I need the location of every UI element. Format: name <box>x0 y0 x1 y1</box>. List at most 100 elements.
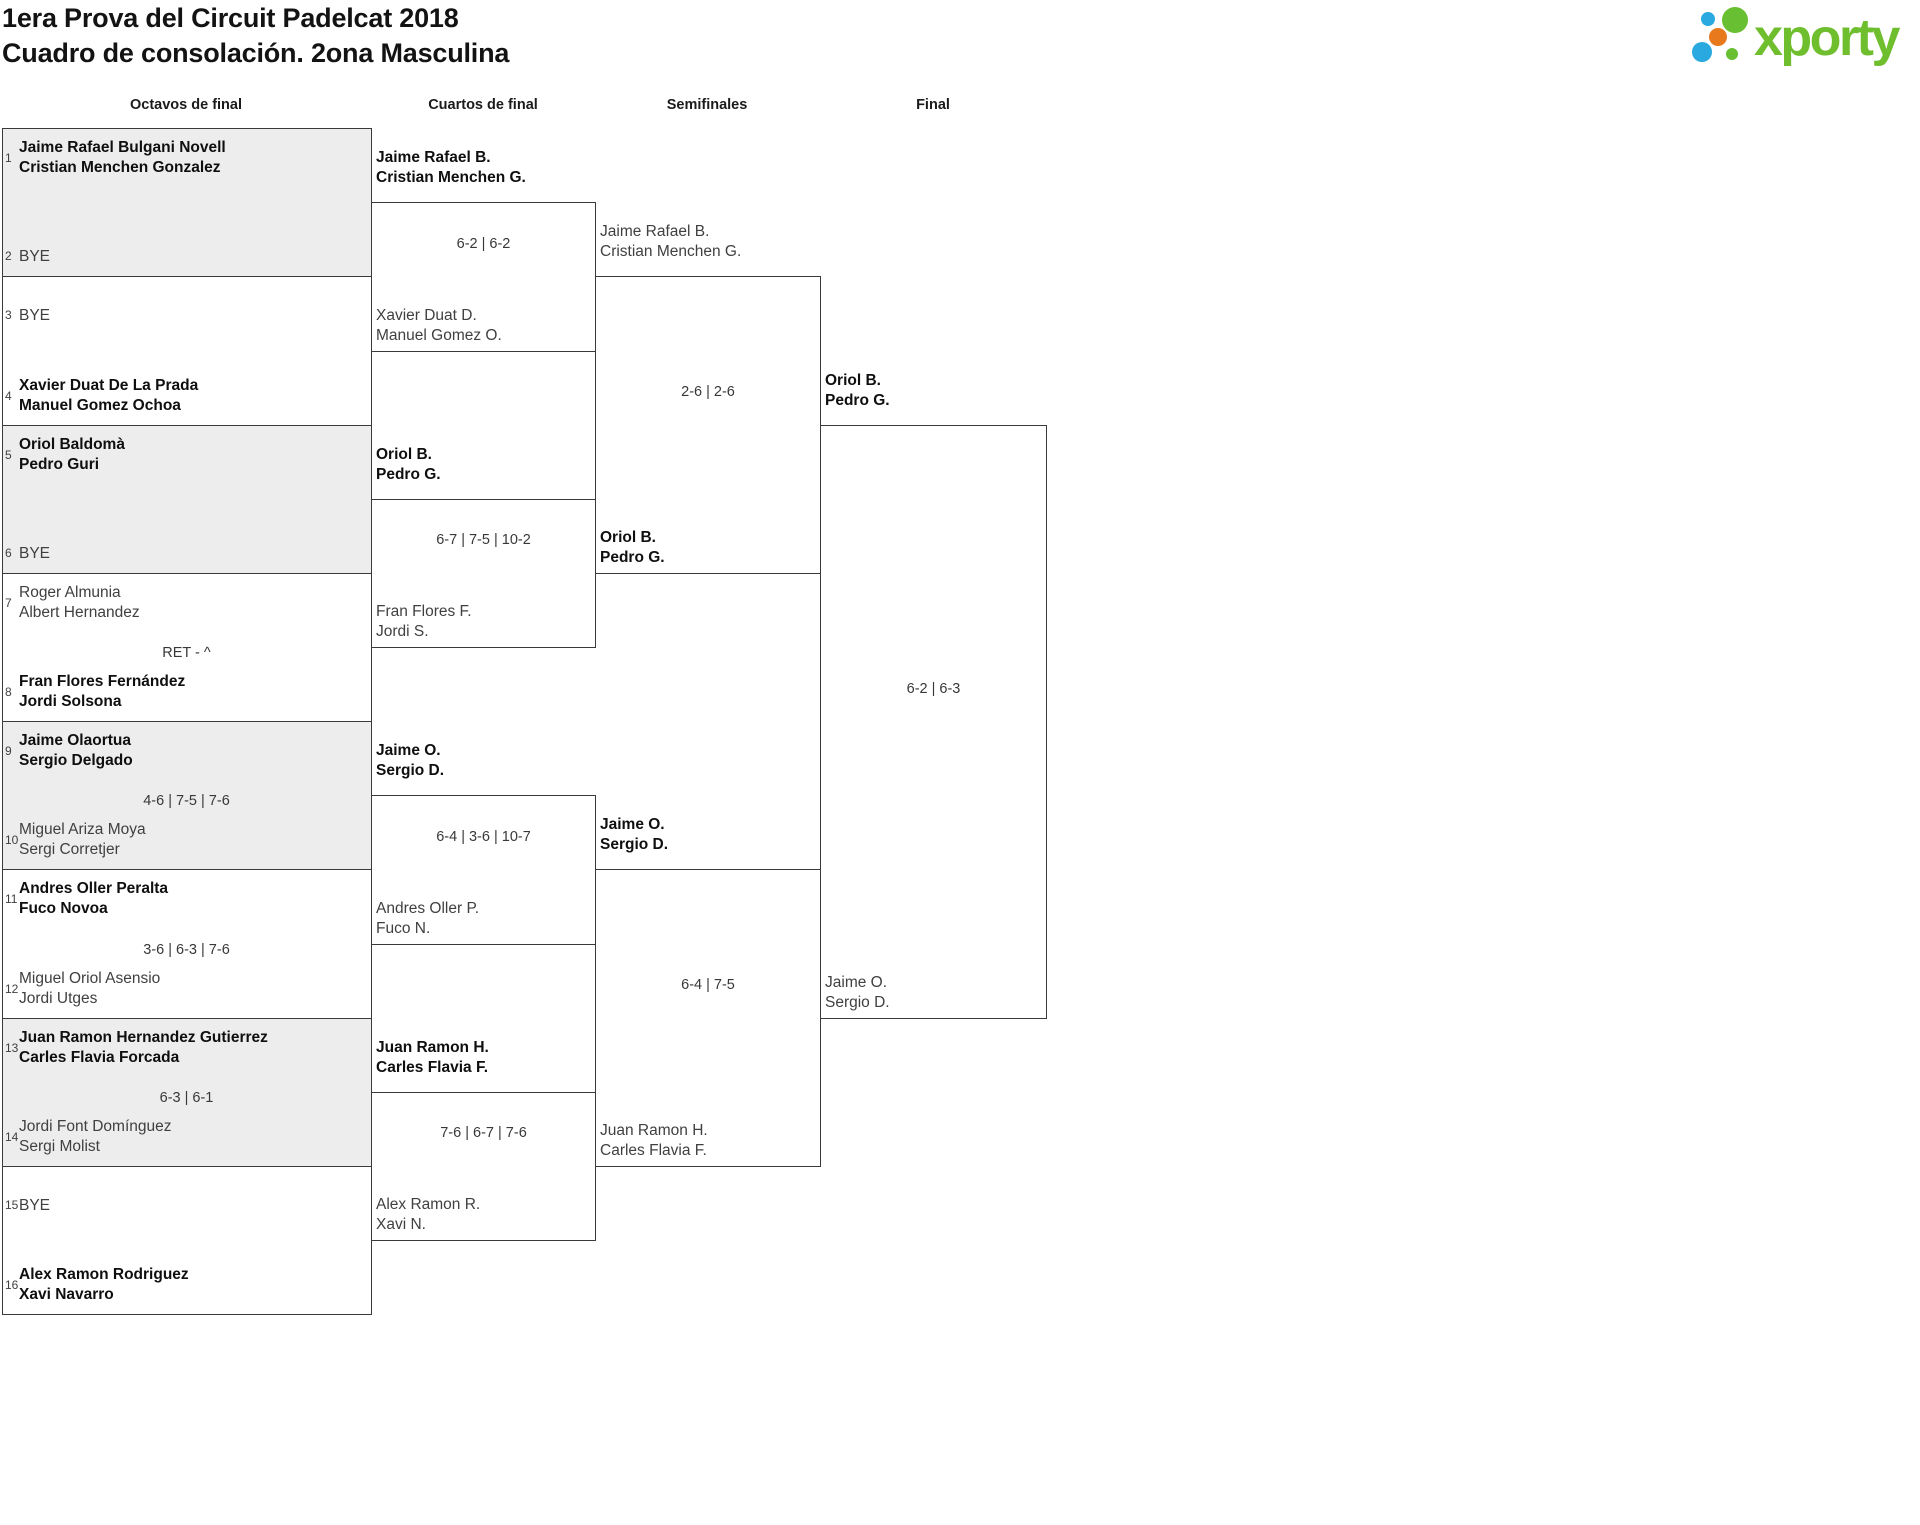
match-score: 6-4 | 3-6 | 10-7 <box>436 828 531 845</box>
team-name: Roger Almunia <box>19 584 121 601</box>
team-name: Jaime Rafael B. <box>600 223 710 240</box>
round-header-final: Final <box>916 97 950 113</box>
team-name: Andres Oller P. <box>376 900 480 917</box>
team-name: Jordi Utges <box>19 989 98 1007</box>
final-match-box <box>820 425 1047 1019</box>
team-name: BYE <box>19 247 51 265</box>
team-name: Cristian Menchen G. <box>376 168 526 186</box>
team-name: Jaime O. <box>600 816 665 833</box>
team-name: Jaime O. <box>825 974 888 991</box>
seed-number: 7 <box>5 595 12 610</box>
team-name: Jaime Rafael B. <box>376 149 491 166</box>
tournament-title-line2: Cuadro de consolación. 2ona Masculina <box>2 38 510 68</box>
team-name: Jaime O. <box>376 742 441 759</box>
match-score: 6-3 | 6-1 <box>159 1090 214 1106</box>
team-name: Fuco N. <box>376 919 431 937</box>
r16-match-box <box>2 1018 372 1167</box>
logo-dot-green <box>1726 48 1738 60</box>
r16-match-box <box>2 1166 372 1315</box>
seed-number: 6 <box>5 546 12 561</box>
team-name: Pedro Guri <box>19 455 100 473</box>
team-name: Manuel Gomez O. <box>376 326 502 344</box>
r16-match-box <box>2 128 372 277</box>
seed-number: 15 <box>5 1198 19 1213</box>
match-score: 2-6 | 2-6 <box>681 383 735 400</box>
seed-number: 3 <box>5 308 12 323</box>
round-header-cuartos: Cuartos de final <box>428 97 538 113</box>
round-header-semifinales: Semifinales <box>666 97 748 113</box>
xporty-logo-text: xporty <box>1754 9 1900 67</box>
team-name: Oriol B. <box>376 446 432 463</box>
team-name: Albert Hernandez <box>19 603 140 621</box>
tournament-title-line1: 1era Prova del Circuit Padelcat 2018 <box>2 3 459 33</box>
team-name: Pedro G. <box>376 465 441 483</box>
team-name: Jordi Solsona <box>19 692 122 710</box>
match-score: 4-6 | 7-5 | 7-6 <box>143 793 230 809</box>
team-name: Carles Flavia F. <box>376 1058 489 1076</box>
team-name: Pedro G. <box>825 391 890 409</box>
team-name: Jaime Rafael Bulgani Novell <box>19 139 226 156</box>
seed-number: 10 <box>5 832 19 847</box>
team-name: BYE <box>19 544 51 562</box>
team-name: Carles Flavia Forcada <box>19 1048 180 1066</box>
seed-number: 5 <box>5 447 12 462</box>
team-name: Jordi Font Domínguez <box>19 1118 172 1135</box>
quarterfinal-match-box <box>371 202 596 352</box>
team-name: Fran Flores Fernández <box>19 673 186 690</box>
team-name: Miguel Ariza Moya <box>19 821 146 838</box>
team-name: Xavier Duat De La Prada <box>19 377 199 394</box>
team-name: Cristian Menchen G. <box>600 242 742 260</box>
team-name: Sergi Molist <box>19 1137 100 1155</box>
team-name: Sergi Corretjer <box>19 840 120 858</box>
quarterfinal-match-box <box>371 795 596 945</box>
team-name: Andres Oller Peralta <box>19 880 169 897</box>
seed-number: 8 <box>5 684 12 699</box>
team-name: Oriol B. <box>600 529 656 546</box>
seed-number: 13 <box>5 1040 19 1055</box>
round-header-octavos: Octavos de final <box>129 97 243 113</box>
logo-dot-blue <box>1701 12 1715 26</box>
logo-dot-blue <box>1692 42 1712 62</box>
seed-number: 2 <box>5 249 12 264</box>
team-name: Pedro G. <box>600 548 665 566</box>
seed-number: 12 <box>5 981 19 996</box>
match-score: 3-6 | 6-3 | 7-6 <box>143 941 230 958</box>
team-name: Carles Flavia F. <box>600 1141 707 1159</box>
team-name: Juan Ramon Hernandez Gutierrez <box>19 1029 268 1046</box>
team-name: Fuco Novoa <box>19 899 108 917</box>
team-name: Miguel Oriol Asensio <box>19 970 161 987</box>
r16-match-box <box>2 573 372 722</box>
seed-number: 16 <box>5 1277 19 1292</box>
team-name: Juan Ramon H. <box>600 1122 708 1139</box>
team-name: Xavi N. <box>376 1215 426 1233</box>
match-score: 6-2 | 6-3 <box>906 680 961 697</box>
match-score: 6-4 | 7-5 <box>681 976 735 993</box>
semifinal-match-box <box>595 276 821 574</box>
match-score: 6-7 | 7-5 | 10-2 <box>436 532 531 548</box>
team-name: BYE <box>19 306 51 324</box>
team-name: Juan Ramon H. <box>376 1039 489 1056</box>
seed-number: 11 <box>5 891 18 906</box>
seed-number: 9 <box>5 743 12 758</box>
team-name: Xavi Navarro <box>19 1285 114 1303</box>
logo-dot-orange <box>1709 28 1727 46</box>
team-name: Sergio Delgado <box>19 751 133 769</box>
team-name: Jaime Olaortua <box>19 732 131 749</box>
team-name: Alex Ramon Rodriguez <box>19 1266 189 1283</box>
seed-number: 14 <box>5 1129 19 1144</box>
seed-number: 1 <box>5 150 12 165</box>
team-name: Oriol Baldomà <box>19 436 125 453</box>
match-score: 6-2 | 6-2 <box>456 235 511 252</box>
team-name: Oriol B. <box>825 372 881 389</box>
quarterfinal-match-box <box>371 1092 596 1241</box>
match-score: RET - ^ <box>162 645 211 661</box>
team-name: Fran Flores F. <box>376 603 472 620</box>
team-name: BYE <box>19 1196 51 1214</box>
team-name: Sergio D. <box>376 761 445 779</box>
match-score: 7-6 | 6-7 | 7-6 <box>440 1125 527 1141</box>
team-name: Jordi S. <box>376 622 429 640</box>
team-name: Cristian Menchen Gonzalez <box>19 158 221 176</box>
r16-match-box <box>2 721 372 870</box>
team-name: Sergio D. <box>600 835 669 853</box>
